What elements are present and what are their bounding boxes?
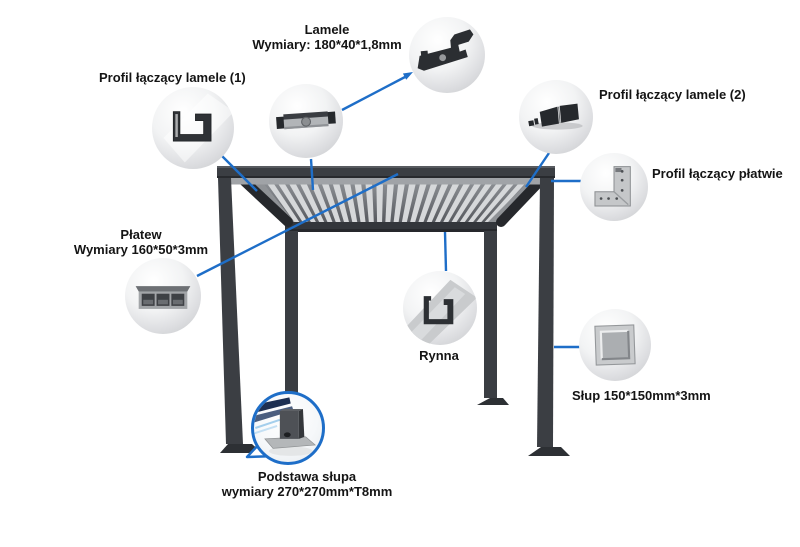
louver-slat	[393, 184, 405, 224]
profil-platwie-icon	[594, 166, 631, 207]
profil-platwie-label: Profil łączący płatwie	[652, 166, 783, 181]
profil-lamele-2-label: Profil łączący lamele (2)	[599, 87, 746, 102]
top-beam-shade	[217, 176, 555, 178]
louver-slat	[409, 184, 427, 224]
louver-slat	[458, 184, 492, 224]
lamele-profile-icon	[417, 29, 474, 71]
louver-slat	[311, 184, 334, 224]
post-front-right	[537, 178, 554, 447]
platew-icon	[135, 286, 191, 309]
lamele-label: Lamele Wymiary: 180*40*1,8mm	[207, 22, 447, 52]
louver-slat	[376, 184, 383, 224]
back-beam	[285, 222, 497, 231]
profil-lamele-1-photo	[152, 87, 234, 169]
platew-title: Płatew	[120, 227, 162, 242]
profil-lamele-2-photo	[519, 80, 593, 154]
lamele-profile-photo	[409, 17, 485, 93]
pointer-line-profil-lamele-2	[525, 152, 550, 188]
louver-slat	[450, 184, 482, 224]
louver-slat	[278, 184, 309, 224]
slup-photo	[579, 309, 651, 381]
back-beam-shadow	[285, 229, 497, 232]
platew-dimensions: Wymiary 160*50*3mm	[73, 242, 209, 257]
louver-slat	[267, 184, 301, 224]
pointer-line-platew	[196, 172, 399, 278]
top-beam	[217, 166, 555, 178]
profil-lamele-1-icon	[163, 93, 234, 163]
lamele-dimensions: Wymiary: 180*40*1,8mm	[252, 37, 402, 52]
platew-label: Płatew Wymiary 160*50*3mm	[41, 227, 241, 257]
top-beam-highlight	[217, 166, 555, 168]
rynna-photo	[403, 271, 477, 345]
louver-slat	[474, 184, 514, 224]
rynna-icon	[403, 279, 477, 345]
louver-slat	[425, 184, 449, 224]
lamela-detail-photo	[269, 84, 343, 158]
podstawa-slupa-icon	[254, 397, 317, 456]
louver-slat	[289, 184, 317, 224]
louver-slat	[365, 184, 374, 224]
profil-lamele-2-icon	[528, 103, 583, 130]
post-back-right	[484, 231, 497, 398]
louver-slat	[401, 184, 416, 224]
post-base-front-right	[528, 447, 570, 456]
post-front-left	[218, 178, 243, 444]
pointer-line-rynna	[443, 231, 448, 272]
profil-lamele-1-label: Profil łączący lamele (1)	[99, 70, 246, 85]
slup-icon	[594, 324, 636, 366]
corner-brace-left	[238, 175, 293, 227]
podstawa-slupa-photo	[251, 391, 325, 465]
podstawa-dimensions: wymiary 270*270mm*T8mm	[221, 484, 393, 499]
rynna-label: Rynna	[419, 348, 459, 363]
louver-slat	[482, 184, 525, 224]
post-base-back-right	[477, 398, 509, 405]
pointer-line-lamela-detail	[309, 158, 315, 191]
pergola-structure	[217, 166, 570, 456]
profil-platwie-photo	[580, 153, 648, 221]
louver-slat	[321, 184, 342, 224]
louver-slat	[385, 184, 394, 224]
lamela-detail-icon	[276, 111, 336, 130]
louver-slat	[434, 184, 460, 224]
podstawa-title: Podstawa słupa	[257, 469, 357, 484]
corner-brace-right	[496, 175, 546, 227]
louver-slat	[466, 184, 503, 224]
arrowhead-lamele	[402, 72, 413, 80]
louver-slat	[442, 184, 471, 224]
slup-label: Słup 150*150mm*3mm	[572, 388, 711, 403]
pointer-arrow-lamele	[341, 75, 406, 112]
louver-slat	[417, 184, 438, 224]
lamele-title: Lamele	[304, 22, 350, 37]
platew-photo	[125, 258, 201, 334]
podstawa-label: Podstawa słupa wymiary 270*270mm*T8mm	[187, 469, 427, 499]
post-back-left	[285, 231, 298, 442]
louver-slat	[343, 184, 358, 224]
